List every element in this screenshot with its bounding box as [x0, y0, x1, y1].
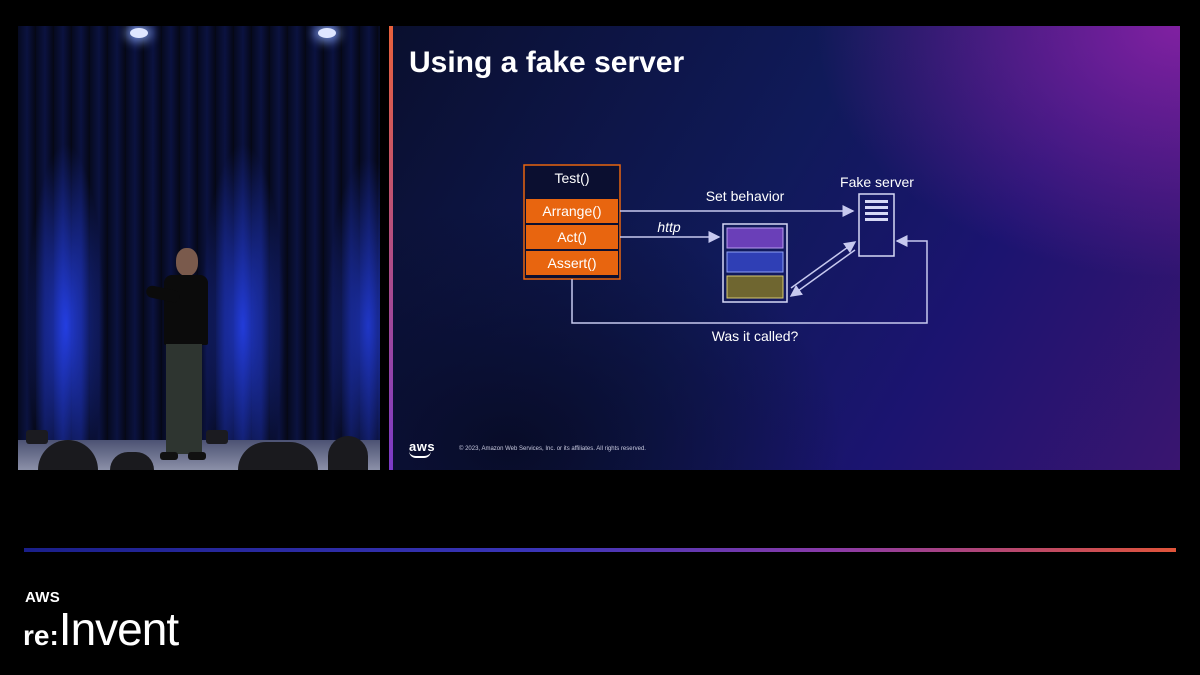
reinvent-invent: Invent	[58, 603, 179, 655]
test-box: Test() Arrange() Act() Assert()	[523, 164, 621, 280]
http-stack	[722, 223, 788, 303]
response-arrow	[789, 249, 856, 297]
test-box-header: Test()	[555, 170, 590, 186]
aws-logo: aws	[409, 439, 435, 458]
act-step-label: Act()	[557, 229, 587, 245]
set-behavior-label: Set behavior	[706, 188, 785, 204]
speaker-video-panel	[18, 26, 380, 470]
audience-head	[110, 452, 154, 470]
audience-head	[328, 436, 368, 470]
stack-layer-olive	[726, 275, 784, 299]
http-label: http	[657, 219, 681, 235]
act-step-box	[526, 225, 618, 249]
slide-title: Using a fake server	[409, 46, 685, 79]
stage-light-icon	[318, 28, 336, 38]
floor-light-icon	[26, 430, 48, 444]
was-it-called-arrow	[571, 235, 928, 324]
fake-server-diagram: Test() Arrange() Act() Assert() Set beha…	[523, 164, 928, 344]
audience-head	[238, 442, 318, 470]
stage-light-icon	[130, 28, 148, 38]
was-it-called-label: Was it called?	[712, 328, 799, 344]
stack-layer-blue	[726, 251, 784, 273]
fake-server-label: Fake server	[840, 174, 914, 190]
speaker-figure	[145, 248, 236, 470]
aws-smile-icon	[409, 451, 431, 458]
reinvent-re: re:	[23, 620, 59, 651]
arrange-step-box	[526, 199, 618, 223]
slide-accent-bar	[389, 26, 393, 470]
assert-step-label: Assert()	[548, 255, 597, 271]
reinvent-logo: re:Invent	[23, 584, 179, 656]
server-icon	[858, 193, 895, 257]
brand-gradient-line	[24, 548, 1176, 552]
stack-layer-purple	[726, 227, 784, 249]
assert-step-box	[526, 251, 618, 275]
presentation-slide: Using a fake server Test() Arrange() Act…	[389, 26, 1180, 470]
copyright-text: © 2023, Amazon Web Services, Inc. or its…	[459, 446, 646, 452]
request-arrow	[790, 241, 857, 289]
floor-light-icon	[206, 430, 228, 444]
arrange-step-label: Arrange()	[542, 203, 601, 219]
brand-aws-label: AWS	[25, 589, 61, 606]
